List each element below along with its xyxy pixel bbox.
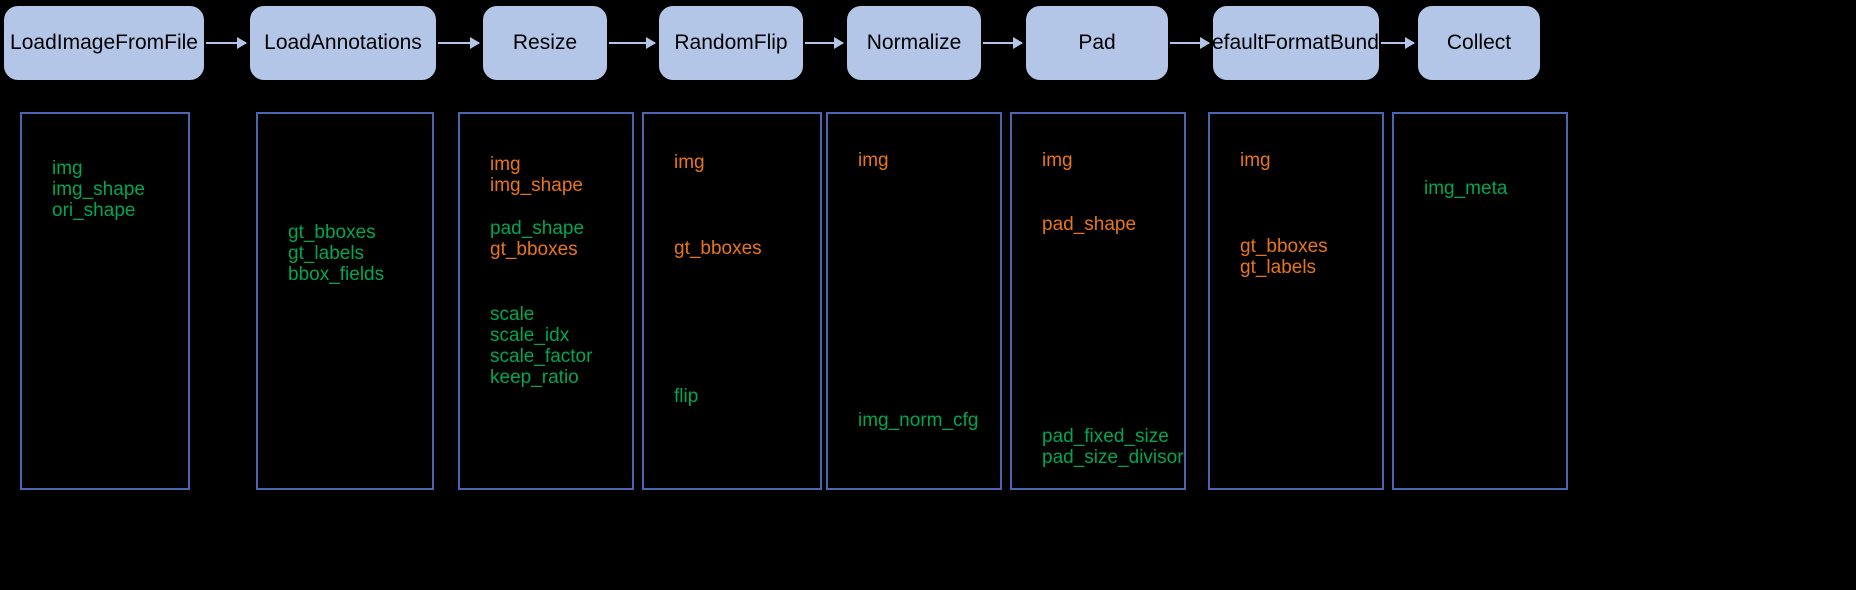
key-column-collect: img_meta: [1392, 112, 1568, 490]
stage-box-normalize[interactable]: Normalize: [847, 6, 981, 80]
key-group: img: [858, 150, 889, 171]
key-ori-shape: ori_shape: [52, 200, 136, 221]
key-gt-bboxes: gt_bboxes: [288, 222, 376, 243]
key-bbox-fields: bbox_fields: [288, 264, 385, 285]
key-flip: flip: [674, 386, 699, 407]
key-group: img: [1240, 150, 1271, 171]
key-scale: scale: [490, 304, 535, 325]
key-pad-fixed-size: pad_fixed_size: [1042, 426, 1169, 447]
stage-label: Resize: [512, 30, 578, 54]
key-group: gt_bboxes: [674, 238, 762, 259]
key-gt-labels: gt_labels: [288, 243, 365, 264]
arrow-7: [1381, 37, 1415, 49]
key-img: img: [674, 152, 705, 173]
key-group: flip: [674, 386, 698, 407]
stage-box-default-format-bundle[interactable]: DefaultFormatBundle: [1197, 6, 1395, 80]
stage-label: Normalize: [866, 30, 962, 54]
key-scale-idx: scale_idx: [490, 325, 570, 346]
stage-box-load-image-from-file[interactable]: LoadImageFromFile: [4, 6, 204, 80]
key-group: img_norm_cfg: [858, 410, 978, 431]
stage-box-pad[interactable]: Pad: [1026, 6, 1168, 80]
key-pad-shape: pad_shape: [490, 218, 585, 239]
stage-box-random-flip[interactable]: RandomFlip: [659, 6, 803, 80]
stage-label: Pad: [1078, 30, 1116, 54]
key-group: img: [674, 152, 705, 173]
key-img: img: [1042, 150, 1073, 171]
key-img: img: [1240, 150, 1271, 171]
key-scale-factor: scale_factor: [490, 346, 593, 367]
key-img: img: [490, 154, 521, 175]
key-pad-size-divisor: pad_size_divisor: [1042, 447, 1184, 468]
stage-box-collect[interactable]: Collect: [1418, 6, 1540, 80]
stage-label: LoadAnnotations: [264, 30, 422, 54]
stage-label: Collect: [1446, 30, 1512, 54]
key-gt-bboxes: gt_bboxes: [490, 239, 578, 260]
stage-box-load-annotations[interactable]: LoadAnnotations: [250, 6, 436, 80]
key-img-shape: img_shape: [490, 175, 583, 196]
key-group: pad_shape: [1042, 214, 1136, 235]
key-img-shape: img_shape: [52, 179, 145, 200]
key-column-normalize: img img_norm_cfg: [826, 112, 1002, 490]
key-img: img: [858, 150, 889, 171]
arrow-4: [805, 37, 844, 49]
stage-label: RandomFlip: [674, 30, 788, 54]
key-img: img: [52, 158, 83, 179]
key-img-norm-cfg: img_norm_cfg: [858, 410, 979, 431]
arrow-1: [206, 37, 247, 49]
stage-box-resize[interactable]: Resize: [483, 6, 607, 80]
key-group: img: [1042, 150, 1073, 171]
key-keep-ratio: keep_ratio: [490, 367, 579, 388]
key-group: img_meta: [1424, 178, 1507, 199]
arrow-3: [609, 37, 656, 49]
key-img-meta: img_meta: [1424, 178, 1508, 199]
arrow-2: [438, 37, 480, 49]
key-gt-labels: gt_labels: [1240, 257, 1317, 278]
arrow-6: [1170, 37, 1210, 49]
key-gt-bboxes: gt_bboxes: [1240, 236, 1328, 257]
stage-label: LoadImageFromFile: [10, 30, 198, 54]
arrow-5: [983, 37, 1023, 49]
key-pad-shape: pad_shape: [1042, 214, 1137, 235]
stage-label: DefaultFormatBundle: [1196, 30, 1396, 54]
key-gt-bboxes: gt_bboxes: [674, 238, 762, 259]
